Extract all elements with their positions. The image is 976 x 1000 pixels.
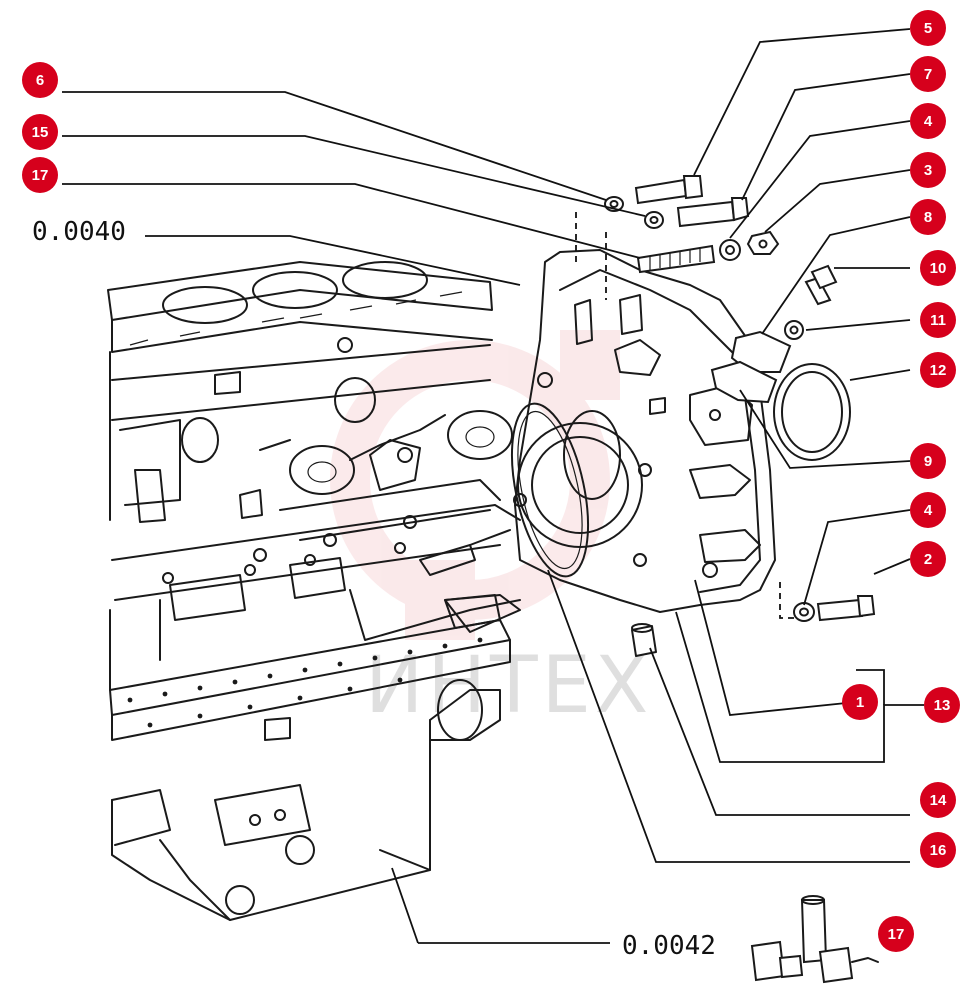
- callout-badge: 9: [910, 443, 946, 479]
- svg-text:2: 2: [924, 551, 932, 568]
- svg-text:14: 14: [930, 792, 947, 809]
- svg-text:9: 9: [924, 453, 932, 470]
- callout-badge: 6: [22, 62, 58, 98]
- svg-text:4: 4: [924, 113, 933, 130]
- svg-text:4: 4: [924, 502, 933, 519]
- callout-badges: 5 7 4 3 8 10 11 12 9 4 2 1 13 14 16 6 15…: [22, 10, 960, 952]
- callout-badge: 8: [910, 199, 946, 235]
- callout-badge: 15: [22, 114, 58, 150]
- svg-text:17: 17: [32, 167, 49, 184]
- svg-text:1: 1: [856, 694, 864, 711]
- svg-text:12: 12: [930, 362, 947, 379]
- svg-text:17: 17: [888, 926, 905, 943]
- svg-text:16: 16: [930, 842, 947, 859]
- callout-badge: 11: [920, 302, 956, 338]
- callout-badge: 16: [920, 832, 956, 868]
- callout-badge: 4: [910, 492, 946, 528]
- callout-badge: 12: [920, 352, 956, 388]
- reference-label-0042: 0.0042: [622, 931, 716, 961]
- svg-text:10: 10: [930, 260, 947, 277]
- callout-badge: 5: [910, 10, 946, 46]
- svg-text:3: 3: [924, 162, 932, 179]
- callout-badge: 17: [22, 157, 58, 193]
- watermark-logo: [330, 330, 620, 640]
- svg-text:5: 5: [924, 20, 932, 37]
- svg-text:11: 11: [930, 312, 946, 329]
- fastener-parts-drawing: [604, 175, 879, 984]
- watermark-text: ИНТЕХ: [365, 641, 652, 731]
- engine-block-drawing: [107, 261, 521, 921]
- svg-text:13: 13: [934, 697, 951, 714]
- callout-badge: 3: [910, 152, 946, 188]
- callout-badge: 7: [910, 56, 946, 92]
- callout-badge: 14: [920, 782, 956, 818]
- svg-text:15: 15: [32, 124, 49, 141]
- svg-text:6: 6: [36, 72, 44, 89]
- svg-text:8: 8: [924, 209, 932, 226]
- leader-lines: [62, 28, 924, 944]
- callout-badge: 2: [910, 541, 946, 577]
- callout-badge: 10: [920, 250, 956, 286]
- callout-badge: 4: [910, 103, 946, 139]
- flywheel-housing-drawing: [444, 249, 776, 657]
- callout-badge: 1: [842, 684, 878, 720]
- callout-badge: 17: [878, 916, 914, 952]
- reference-label-0040: 0.0040: [32, 217, 126, 247]
- callout-badge: 13: [924, 687, 960, 723]
- svg-text:7: 7: [924, 66, 932, 83]
